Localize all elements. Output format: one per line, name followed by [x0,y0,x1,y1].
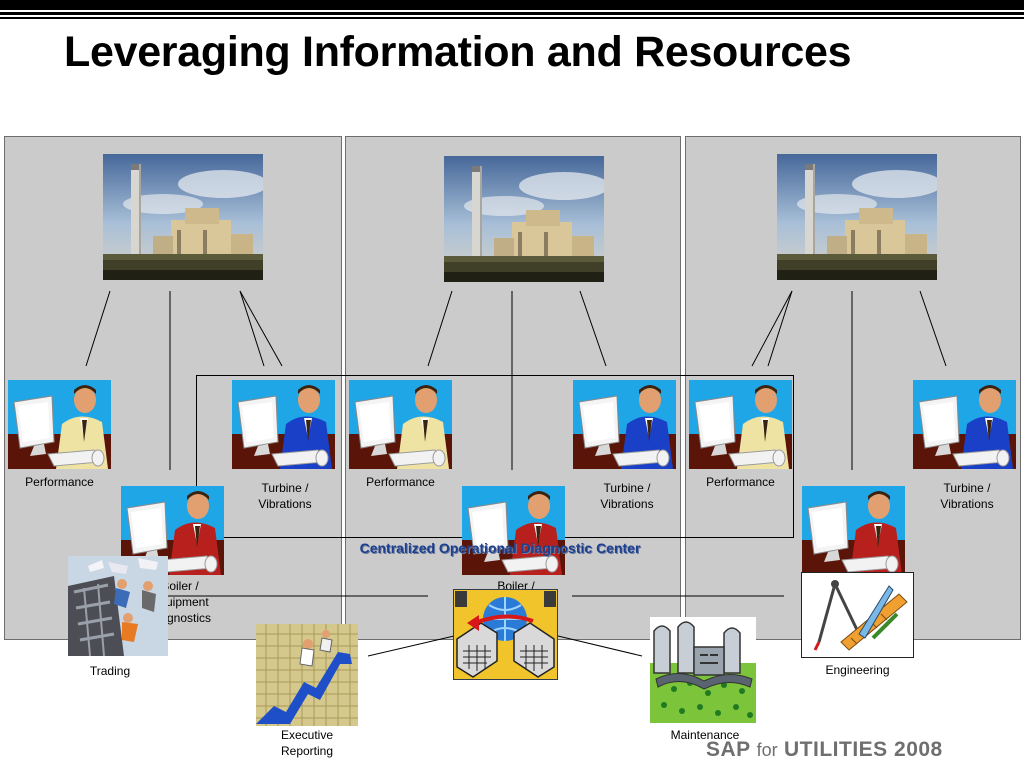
consumer-label-executive-reporting: Executive Reporting [280,728,334,758]
computer-worker-icon [462,486,565,575]
computer-worker-icon [689,380,792,469]
consumer-label-maintenance: Maintenance [670,728,740,742]
computer-worker-icon [913,380,1016,469]
role-label-performance: Performance [366,475,435,489]
slide-title: Leveraging Information and Resources [64,28,852,76]
computer-worker-icon [349,380,452,469]
header-stripe-thick [0,0,1024,10]
power-plant-photo-icon [444,156,604,282]
diagnostic-center-label: Centralized Operational Diagnostic Cente… [359,540,641,556]
logo-for: for [756,740,778,760]
network-computers-icon [453,589,558,680]
computer-worker-icon [802,486,905,575]
role-label-performance: Performance [25,475,94,489]
role-label-performance: Performance [706,475,775,489]
computer-worker-icon [232,380,335,469]
computer-worker-icon [573,380,676,469]
role-label-turbine: Turbine / Vibrations [258,481,312,511]
logo-brand: SAP [706,738,751,761]
trading-floor-icon [68,556,168,656]
factory-icon [650,617,756,723]
header-stripe-hairline [0,17,1024,19]
rising-chart-icon [256,624,358,726]
power-plant-photo-icon [103,154,263,280]
header-stripe-thin [0,12,1024,15]
consumer-label-trading: Trading [89,664,131,678]
drafting-tools-icon [801,572,914,658]
logo-product: UTILITIES 2008 [784,738,943,761]
role-label-turbine: Turbine / Vibrations [600,481,654,511]
sap-utilities-logo: SAP for UTILITIES 2008 [706,738,943,762]
role-label-turbine: Turbine / Vibrations [940,481,994,511]
consumer-label-engineering: Engineering [825,663,890,677]
computer-worker-icon [8,380,111,469]
power-plant-photo-icon [777,154,937,280]
